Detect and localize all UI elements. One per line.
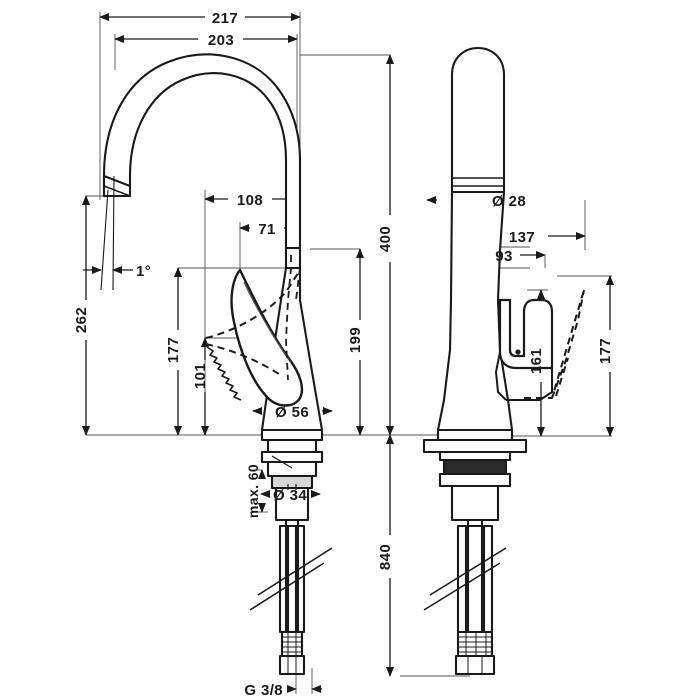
dim-177-side: 177 bbox=[597, 338, 614, 364]
angle-guide-lines bbox=[100, 175, 115, 291]
dim-161: 161 bbox=[528, 348, 545, 374]
dim-angle-1deg: 1° bbox=[136, 263, 151, 280]
front-view-faucet bbox=[102, 53, 333, 676]
dim-203: 203 bbox=[208, 32, 234, 49]
dim-diameter-56: Ø 56 bbox=[275, 404, 309, 421]
dimension-labels: 217 203 108 71 1° 262 177 101 199 400 84… bbox=[73, 10, 614, 699]
dim-108: 108 bbox=[237, 192, 263, 209]
dim-max-60: max. 60 bbox=[245, 464, 261, 518]
dimension-lines-layer bbox=[82, 12, 614, 694]
dim-93: 93 bbox=[495, 248, 513, 265]
dim-199: 199 bbox=[347, 327, 364, 353]
dim-diameter-34: Ø 34 bbox=[273, 487, 307, 504]
dim-262: 262 bbox=[73, 307, 90, 333]
dim-71: 71 bbox=[258, 221, 276, 238]
dim-400: 400 bbox=[377, 226, 394, 252]
dim-diameter-28: Ø 28 bbox=[492, 193, 526, 210]
side-view-faucet bbox=[422, 46, 585, 676]
dim-101: 101 bbox=[192, 363, 209, 389]
dim-137: 137 bbox=[509, 229, 535, 246]
dim-thread-g38: G 3/8 bbox=[244, 682, 283, 699]
dim-177-front: 177 bbox=[165, 337, 182, 363]
dim-217: 217 bbox=[212, 10, 238, 27]
dim-840: 840 bbox=[377, 544, 394, 570]
